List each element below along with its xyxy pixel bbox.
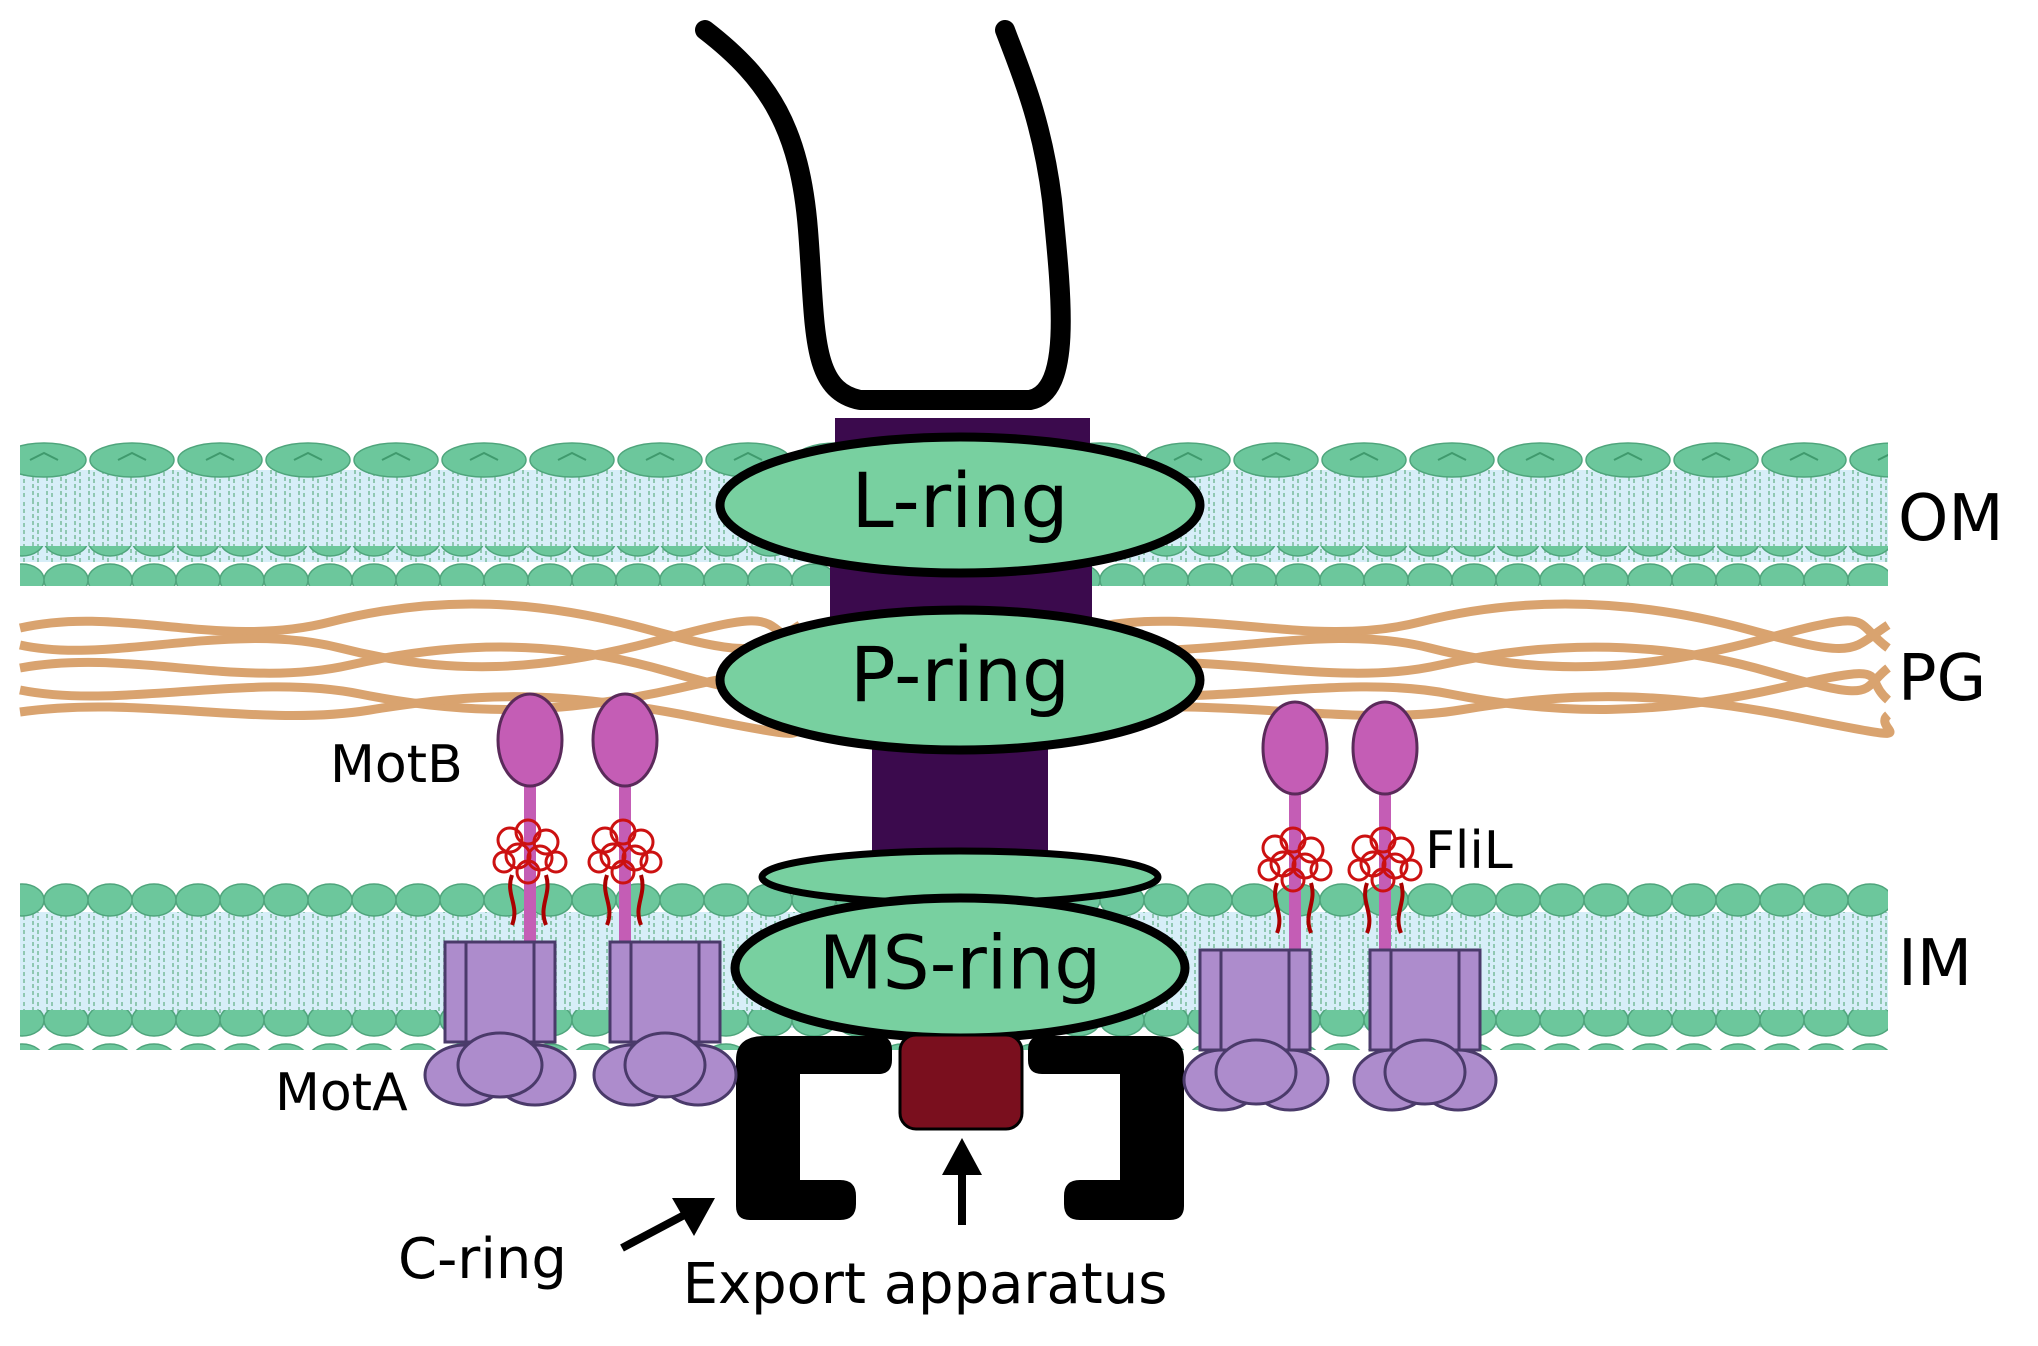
mota-body — [1368, 948, 1482, 1052]
motb-label: MotB — [330, 735, 463, 795]
flil-complex — [492, 818, 568, 926]
c-ring — [736, 1036, 1184, 1220]
flil-complex — [1257, 826, 1333, 934]
layer-label-om: OM — [1898, 482, 2004, 556]
mota-cytoplasmic-domain — [456, 1031, 544, 1099]
stator-unit-3 — [1182, 700, 1333, 1112]
export-apparatus-arrow — [942, 1138, 982, 1225]
motb-head — [1261, 700, 1329, 796]
l-ring-label: L-ring — [851, 456, 1068, 545]
export-apparatus — [898, 1033, 1024, 1131]
l-ring-shape — [715, 432, 1205, 578]
mota-body — [608, 940, 722, 1044]
p-ring-shape — [715, 605, 1205, 755]
mota-body — [443, 940, 557, 1044]
layer-label-im: IM — [1898, 927, 1972, 1001]
mota-cytoplasmic-domain — [1383, 1038, 1467, 1106]
c-ring-right-bracket — [1028, 1036, 1184, 1220]
c-ring-arrow — [620, 1198, 715, 1252]
stator-unit-1 — [423, 692, 577, 1107]
mota-label: MotA — [275, 1063, 408, 1123]
c-ring-label: C-ring — [398, 1227, 567, 1292]
ms-ring: MS-ring — [730, 847, 1190, 1043]
p-ring: P-ring — [715, 605, 1205, 755]
mota-cytoplasmic-domain — [623, 1031, 707, 1099]
export-apparatus-label: Export apparatus — [683, 1252, 1168, 1317]
l-ring: L-ring — [715, 432, 1205, 578]
motb-head — [591, 692, 659, 788]
flil-label: FliL — [1425, 821, 1513, 881]
mota-cytoplasmic-domain — [1214, 1038, 1298, 1106]
stator-unit-2 — [587, 692, 738, 1107]
motb-head — [1351, 700, 1419, 796]
motb-head — [496, 692, 564, 788]
flagellar-hook — [695, 20, 1071, 410]
c-ring-left-bracket — [736, 1036, 892, 1220]
p-ring-label: P-ring — [850, 630, 1070, 719]
ms-ring-label: MS-ring — [819, 921, 1101, 1007]
flil-complex — [1347, 826, 1423, 934]
mota-body — [1198, 948, 1312, 1052]
flil-complex — [587, 818, 663, 926]
stator-unit-4 — [1347, 700, 1498, 1112]
layer-label-pg: PG — [1898, 642, 1986, 716]
